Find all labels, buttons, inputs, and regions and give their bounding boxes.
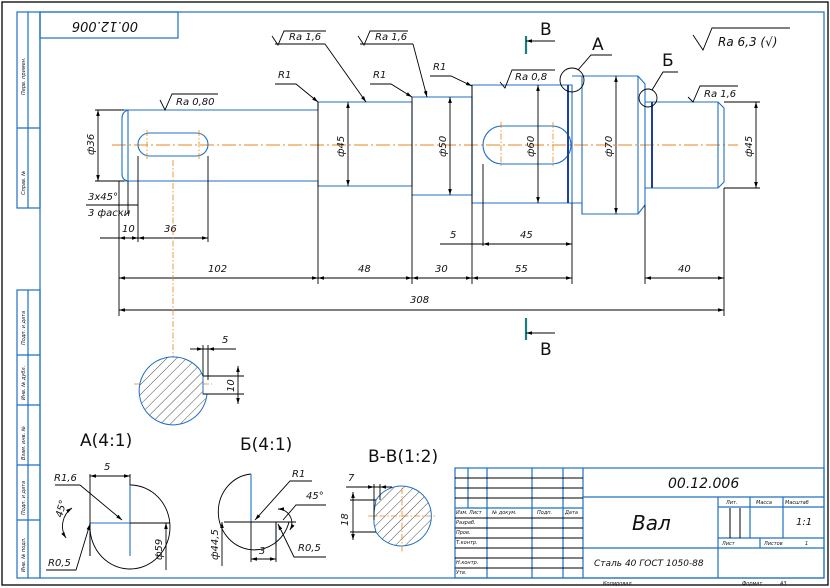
detail-a-rbig: R1,6	[54, 473, 77, 484]
stamp-ref-no: Справ. №	[21, 171, 27, 195]
roughness-1: Ra 0,80	[176, 97, 215, 108]
detail-a-angle: 45°	[54, 499, 69, 519]
role-norm-control: Н.контр.	[456, 560, 478, 566]
tb-designation: 00.12.006	[668, 476, 739, 492]
roughness-callouts: Ra 0,80 Ra 1,6 Ra 1,6 Ra 0,8 Ra 1,6	[159, 30, 738, 112]
hdr-date: Дата	[564, 510, 578, 516]
dim-55: 55	[515, 264, 528, 275]
detail-b-angle: 45°	[306, 491, 324, 502]
general-roughness: Ra 6,3 (√)	[718, 35, 777, 49]
dim-d45-a: ф45	[336, 136, 347, 157]
tb-format-label: Формат	[742, 581, 763, 587]
tb-copied: Копировал	[603, 581, 632, 587]
tb-sheet-label: Лист	[721, 541, 736, 547]
tb-sheets-label: Листов	[763, 541, 783, 547]
detail-callouts: А Б	[559, 35, 678, 108]
chamfer-count: 3 фаски	[88, 208, 131, 219]
tb-scale-value: 1:1	[796, 517, 812, 528]
keyway-depth: 5	[222, 335, 228, 346]
rotated-designation: 00.12.006	[72, 18, 138, 33]
section-marks: В В	[524, 20, 555, 360]
detail-a-width: 5	[104, 462, 110, 473]
dim-45: 45	[520, 230, 533, 241]
stamp-sign-date-1: Подп. и дата	[21, 311, 27, 345]
dim-d70: ф70	[604, 136, 615, 157]
roughness-5: Ra 1,6	[704, 89, 736, 100]
radius-2: R1	[373, 70, 386, 81]
keyway-width: 10	[226, 379, 237, 392]
detail-b-width: 3	[259, 546, 265, 557]
section-bb-depth: 7	[348, 473, 355, 484]
roughness-2: Ra 1,6	[289, 32, 321, 43]
stamp-sign-date-2: Подп. и дата	[21, 481, 27, 515]
section-mark-top: В	[540, 20, 552, 40]
tb-lit-label: Лит.	[725, 500, 738, 506]
tb-format-value: А3	[779, 581, 787, 587]
rotated-designation-box	[39, 11, 179, 39]
chamfer-size: 3х45°	[88, 192, 118, 203]
detail-b-rsmall: R0,5	[298, 543, 321, 554]
callout-b: Б	[662, 51, 674, 71]
dim-308: 308	[410, 295, 429, 306]
hdr-izm: Изм.	[456, 510, 468, 516]
detail-b-diameter: ф44,5	[210, 529, 221, 560]
dim-48: 48	[358, 264, 371, 275]
dim-30: 30	[435, 264, 448, 275]
diameter-dimensions: ф36 ф45 ф50 ф60 ф70 ф45	[86, 76, 760, 214]
role-tech-control: Т.контр.	[456, 540, 478, 546]
dim-10: 10	[122, 224, 135, 235]
dim-d50: ф50	[438, 136, 449, 157]
callout-a: А	[592, 35, 604, 55]
tb-title: Вал	[632, 511, 671, 535]
keyway-section: 5 10	[134, 160, 244, 426]
length-dimensions: 3х45° 3 фаски 10 36 5 45 102 48 30 55 40…	[86, 156, 725, 316]
tb-scale-label: Масштаб	[785, 500, 809, 506]
detail-a-diameter: ф59	[154, 539, 165, 560]
tb-sheets-value: 1	[805, 541, 808, 547]
radius-leaders: R1 R1 R1	[275, 62, 473, 103]
role-checker: Пров.	[456, 530, 471, 536]
section-bb-title: В-В(1:2)	[368, 447, 438, 467]
tb-material: Сталь 40 ГОСТ 1050-88	[594, 559, 704, 569]
roughness-4: Ra 0,8	[515, 72, 547, 83]
stamp-dup-inv: Инв. № дубл.	[21, 366, 27, 400]
stamp-replace-inv: Взам. инв. №	[21, 426, 27, 460]
radius-1: R1	[278, 70, 291, 81]
stamp-orig-inv: Инв. № подл.	[21, 538, 27, 573]
detail-b: Б(4:1) 3 R1 45° R0,5 ф44,5	[210, 435, 326, 566]
hdr-sign: Подп.	[537, 510, 552, 516]
side-stamps: Перв. примен. Справ. № Подп. и дата Инв.…	[16, 11, 41, 579]
dim-d45-b: ф45	[744, 136, 755, 157]
detail-a-title: А(4:1)	[80, 431, 132, 451]
dim-5: 5	[450, 230, 456, 241]
dim-36: 36	[164, 224, 177, 235]
dim-d60: ф60	[526, 136, 537, 157]
role-developer: Разраб.	[456, 520, 476, 526]
title-block: Изм. Лист № докум. Подп. Дата Разраб. Пр…	[454, 467, 825, 587]
detail-b-title: Б(4:1)	[240, 435, 292, 455]
radius-3: R1	[433, 62, 446, 73]
detail-a-rsmall: R0,5	[48, 558, 71, 569]
section-bb: В-В(1:2) 7 18	[340, 447, 438, 552]
detail-a: А(4:1) 5 R1,6 45° R0,5 ф59	[46, 431, 171, 571]
dim-d36: ф36	[86, 134, 97, 155]
role-approved: Утв.	[456, 570, 467, 576]
detail-b-rbig: R1	[292, 469, 305, 480]
dim-102: 102	[208, 264, 227, 275]
stamp-first-use: Перв. примен.	[21, 57, 27, 95]
roughness-3: Ra 1,6	[375, 32, 407, 43]
hdr-list: Лист	[468, 510, 483, 516]
section-bb-width: 18	[340, 513, 351, 526]
tb-mass-label: Масса	[756, 500, 772, 506]
dim-40: 40	[678, 264, 691, 275]
hdr-doc: № докум.	[491, 510, 517, 516]
section-mark-bottom: В	[540, 340, 552, 360]
